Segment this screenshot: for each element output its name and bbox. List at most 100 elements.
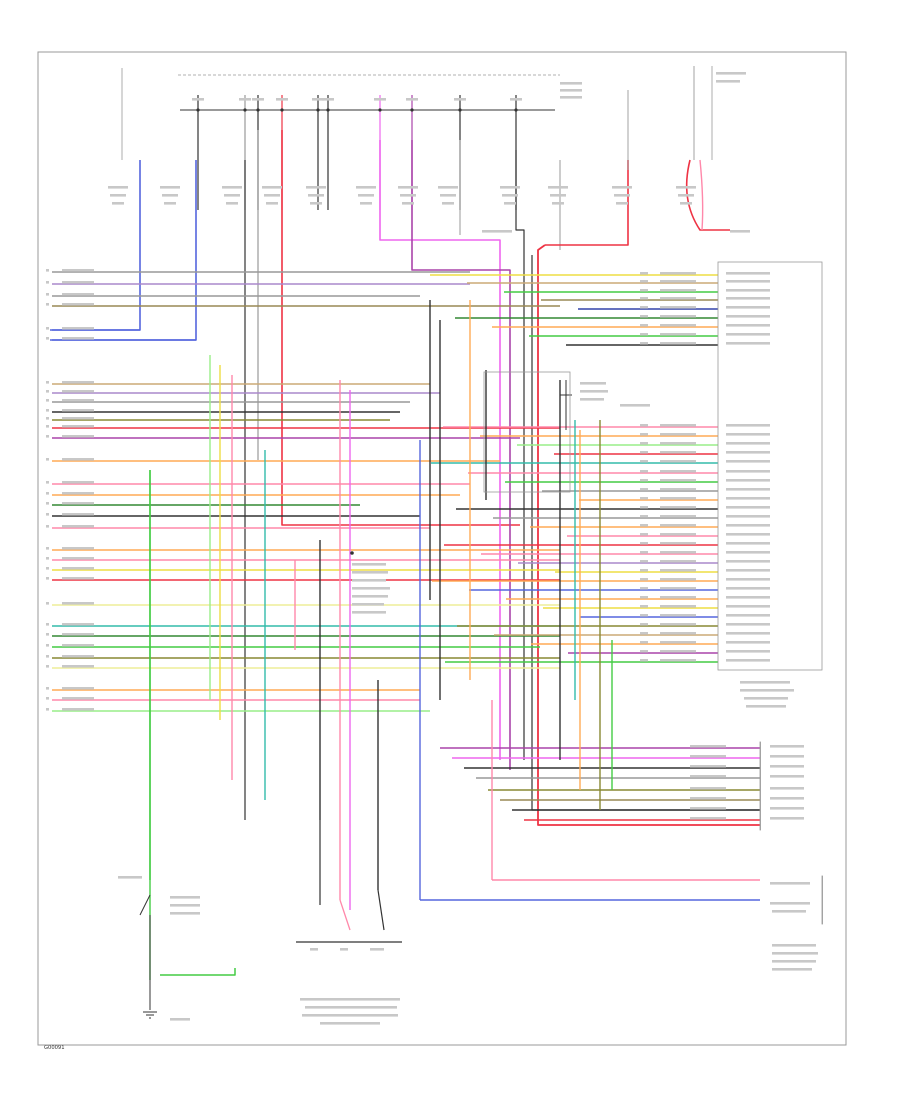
left-pin-label-27 [62, 655, 94, 658]
component-label-a-7 [438, 186, 458, 189]
right-wire-code-21 [640, 533, 648, 536]
module-caption-3 [744, 697, 788, 700]
bus-splice-8 [458, 108, 462, 112]
component-label-c-9 [552, 202, 564, 205]
left-pin-label-10 [62, 417, 94, 420]
center-note-6 [352, 603, 384, 606]
left-pin-number-6 [46, 381, 49, 384]
left-pin-number-17 [46, 513, 49, 516]
lower-pin-label-0 [770, 745, 804, 748]
right-wire-label-11 [660, 442, 696, 445]
battery-label-1 [716, 72, 746, 75]
lower-wire-label-0 [690, 745, 726, 748]
sensor-name-line-3 [302, 1014, 398, 1017]
bus-splice-7 [410, 108, 414, 112]
right-pin-function-7 [726, 333, 770, 336]
component-label-a-2 [222, 186, 242, 189]
right-wire-label-1 [660, 280, 696, 283]
component-label-b-5 [358, 194, 374, 197]
left-pin-number-22 [46, 577, 49, 580]
right-wire-code-11 [640, 442, 648, 445]
right-pin-function-29 [726, 605, 770, 608]
relay-label-3 [580, 398, 604, 401]
right-pin-function-20 [726, 524, 770, 527]
component-label-c-7 [442, 202, 454, 205]
right-pin-function-9 [726, 424, 770, 427]
right-wire-code-32 [640, 632, 648, 635]
splice-label-right [730, 230, 750, 233]
lower-pin-label-6 [770, 807, 804, 810]
bus-splice-2 [256, 108, 260, 112]
component-label-a-4 [306, 186, 326, 189]
right-wire-label-2 [660, 289, 696, 292]
right-wire-code-15 [640, 479, 648, 482]
lower-wire-label-3 [690, 775, 726, 778]
right-wire-label-10 [660, 433, 696, 436]
right-wire-label-34 [660, 650, 696, 653]
right-wire-code-14 [640, 470, 648, 473]
right-wire-label-12 [660, 451, 696, 454]
module-caption-2 [740, 689, 794, 692]
lower-wire-label-4 [690, 787, 726, 790]
component-label-c-2 [226, 202, 238, 205]
relay-label-2 [580, 390, 608, 393]
right-wire-code-27 [640, 587, 648, 590]
right-wire-code-6 [640, 324, 648, 327]
left-pin-number-24 [46, 623, 49, 626]
black-drop-sensor [515, 150, 525, 760]
left-pin-label-9 [62, 409, 94, 412]
component-layer [121, 66, 823, 1019]
left-pin-number-29 [46, 687, 49, 690]
left-pin-label-23 [62, 602, 94, 605]
lower-wire-label-7 [690, 817, 726, 820]
right-pin-function-4 [726, 306, 770, 309]
left-pin-number-20 [46, 557, 49, 560]
lower-wire-label-5 [690, 797, 726, 800]
right-wire-code-22 [640, 542, 648, 545]
right-wire-label-30 [660, 614, 696, 617]
right-pin-function-33 [726, 641, 770, 644]
bottom-caption-1 [772, 944, 816, 947]
left-pin-label-21 [62, 567, 94, 570]
right-wire-code-5 [640, 315, 648, 318]
bottom-caption-4 [772, 968, 812, 971]
green-ground-wire [160, 968, 236, 976]
right-wire-label-14 [660, 470, 696, 473]
sensor-pin-label-a [310, 948, 318, 951]
bus-drop-label-3 [276, 98, 288, 101]
left-pin-number-25 [46, 633, 49, 636]
center-note-7 [352, 611, 386, 614]
hot-label-3 [560, 96, 582, 99]
right-wire-label-6 [660, 324, 696, 327]
right-wire-code-28 [640, 596, 648, 599]
component-label-c-3 [266, 202, 278, 205]
right-wire-label-17 [660, 497, 696, 500]
switch-label-1 [118, 876, 142, 879]
left-pin-number-4 [46, 327, 49, 330]
right-pin-function-28 [726, 596, 770, 599]
right-wire-code-16 [640, 488, 648, 491]
diagram-border [37, 51, 847, 1046]
lower-wire-label-6 [690, 807, 726, 810]
ecm-module-box [717, 261, 823, 671]
bottom-connector-label-1 [770, 882, 810, 885]
red-main-feed [537, 244, 760, 826]
right-wire-label-15 [660, 479, 696, 482]
component-label-b-8 [502, 194, 518, 197]
right-pin-function-23 [726, 551, 770, 554]
right-wire-code-13 [640, 460, 648, 463]
component-label-c-8 [504, 202, 516, 205]
right-wire-code-25 [640, 569, 648, 572]
left-pin-label-12 [62, 435, 94, 438]
right-wire-code-4 [640, 306, 648, 309]
right-wire-label-18 [660, 506, 696, 509]
right-wire-code-3 [640, 297, 648, 300]
black-main-feed [531, 255, 760, 811]
bottom-connector-edge [821, 875, 823, 925]
right-wire-label-25 [660, 569, 696, 572]
component-label-b-9 [550, 194, 566, 197]
label-layer [46, 72, 818, 1025]
left-pin-number-23 [46, 602, 49, 605]
bus-drop-label-1 [239, 98, 251, 101]
left-pin-label-0 [62, 269, 94, 272]
